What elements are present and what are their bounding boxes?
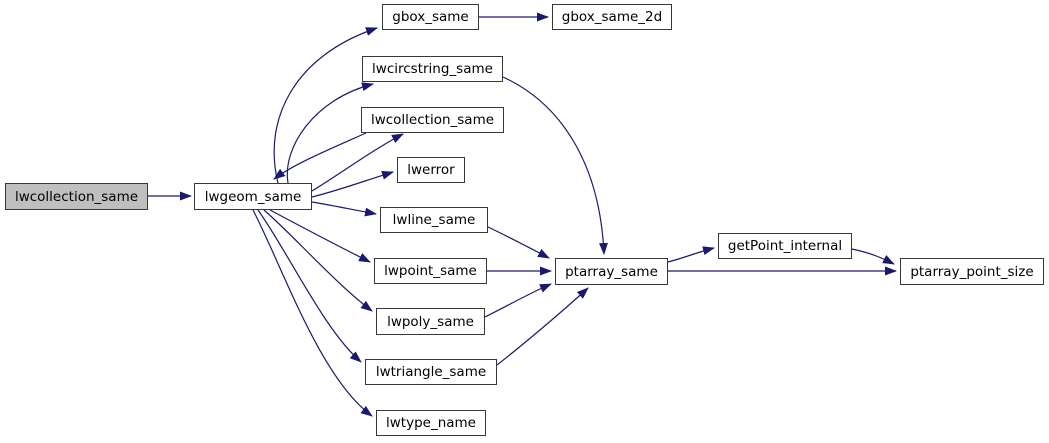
node-label: getPoint_internal [727, 238, 843, 254]
node-lwpoly_same[interactable]: lwpoly_same [376, 308, 485, 335]
node-label: lwline_same [392, 212, 476, 228]
node-lwcircstring_same[interactable]: lwcircstring_same [362, 56, 503, 82]
node-label: lwcollection_same [370, 112, 495, 128]
node-lwtype_name[interactable]: lwtype_name [376, 410, 486, 436]
edge-lwcollection_same-to-lwgeom_same [273, 132, 367, 180]
edge-lwtriangle_same-to-ptarray_same [496, 287, 589, 366]
node-ptarray_same[interactable]: ptarray_same [555, 258, 668, 285]
node-label: lwpoint_same [384, 263, 477, 279]
node-label: lwpoly_same [387, 313, 474, 330]
edge-lwgeom_same-to-lwline_same [311, 201, 377, 217]
edge-lwcircstring_same-to-ptarray_same [502, 76, 608, 255]
node-lwcollection_same_root[interactable]: lwcollection_same [5, 183, 148, 210]
node-label: lwtype_name [386, 415, 476, 431]
node-label: gbox_same_2d [561, 9, 663, 25]
edge-ptarray_same-to-getPoint_internal [667, 246, 715, 263]
node-lwtriangle_same[interactable]: lwtriangle_same [365, 359, 497, 385]
edge-getPoint_internal-to-ptarray_point_size [851, 248, 895, 265]
edge-lwgeom_same-to-lwpoly_same [263, 209, 373, 312]
node-ptarray_point_size[interactable]: ptarray_point_size [900, 258, 1044, 285]
node-gbox_same[interactable]: gbox_same [382, 4, 479, 30]
node-label: lwcollection_same [14, 188, 139, 205]
node-getPoint_internal[interactable]: getPoint_internal [718, 233, 852, 259]
node-label: ptarray_point_size [910, 263, 1034, 280]
node-label: ptarray_same [565, 263, 658, 280]
edge-lwgeom_same-to-lwtype_name [252, 209, 373, 417]
node-label: lwtriangle_same [375, 364, 487, 380]
node-label: lwcircstring_same [372, 61, 493, 77]
edge-lwgeom_same-to-gbox_same [273, 27, 378, 184]
node-label: lwerror [407, 162, 455, 178]
edge-lwline_same-to-ptarray_same [487, 226, 550, 259]
edge-lwgeom_same-to-lwcircstring_same [286, 82, 374, 184]
node-lwgeom_same[interactable]: lwgeom_same [194, 183, 312, 210]
node-label: lwgeom_same [204, 188, 302, 205]
node-lwcollection_same[interactable]: lwcollection_same [361, 107, 504, 133]
edge-lwgeom_same-to-lwpoint_same [269, 209, 371, 263]
edge-lwpoly_same-to-ptarray_same [484, 283, 552, 318]
edge-lwgeom_same-to-lwtriangle_same [257, 209, 362, 363]
edge-lwgeom_same-to-lwerror [311, 170, 394, 198]
node-label: gbox_same [392, 9, 469, 25]
edge-lwgeom_same-to-lwcollection_same [311, 133, 404, 192]
node-lwerror[interactable]: lwerror [397, 157, 465, 183]
node-lwpoint_same[interactable]: lwpoint_same [374, 258, 487, 284]
node-gbox_same_2d[interactable]: gbox_same_2d [552, 4, 672, 30]
node-lwline_same[interactable]: lwline_same [380, 207, 488, 233]
